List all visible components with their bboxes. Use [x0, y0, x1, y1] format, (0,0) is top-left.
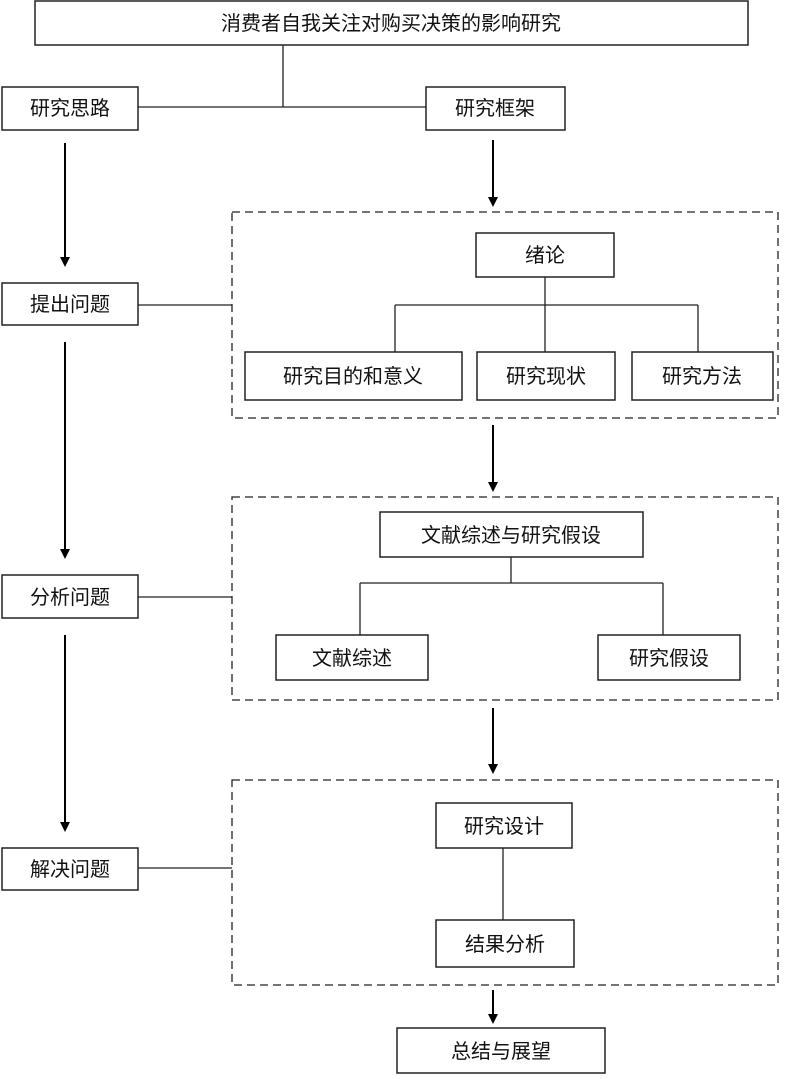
- framework-node: 研究框架: [425, 86, 566, 131]
- intro-child-purpose: 研究目的和意义: [244, 351, 463, 401]
- review-child-literature: 文献综述: [275, 634, 429, 681]
- result-node: 结果分析: [435, 919, 575, 968]
- intro-node: 绪论: [475, 232, 615, 278]
- approach-label: 研究思路: [30, 96, 110, 120]
- step-label: 提出问题: [30, 292, 110, 316]
- intro-label: 绪论: [525, 243, 565, 267]
- design-node: 研究设计: [435, 802, 573, 849]
- result-label: 结果分析: [465, 932, 545, 956]
- conclusion-label: 总结与展望: [451, 1039, 551, 1063]
- design-label: 研究设计: [464, 814, 544, 838]
- review-label: 文献综述与研究假设: [421, 523, 601, 547]
- step-node-analyze: 分析问题: [1, 574, 139, 619]
- step-node-raise: 提出问题: [1, 282, 139, 326]
- review-child-hypothesis: 研究假设: [597, 634, 741, 681]
- title-connector: [138, 45, 426, 108]
- child-label: 研究假设: [629, 646, 709, 670]
- review-connectors: [359, 557, 664, 635]
- framework-label: 研究框架: [455, 96, 535, 120]
- step-connectors: [138, 304, 232, 869]
- intro-group: [231, 211, 779, 419]
- step-node-solve: 解决问题: [1, 847, 139, 891]
- child-label: 研究现状: [506, 364, 586, 388]
- intro-child-method: 研究方法: [631, 351, 774, 401]
- step-label: 分析问题: [30, 585, 110, 609]
- child-label: 研究目的和意义: [283, 364, 423, 388]
- title-text: 消费者自我关注对购买决策的影响研究: [221, 11, 561, 35]
- review-node: 文献综述与研究假设: [379, 511, 644, 558]
- title-node: 消费者自我关注对购买决策的影响研究: [34, 0, 749, 46]
- review-group: [231, 496, 779, 701]
- intro-child-status: 研究现状: [476, 351, 616, 401]
- child-label: 研究方法: [662, 364, 742, 388]
- step-label: 解决问题: [30, 857, 110, 881]
- design-group: [231, 779, 779, 986]
- approach-node: 研究思路: [1, 86, 139, 131]
- child-label: 文献综述: [312, 646, 392, 670]
- intro-connectors: [394, 277, 699, 352]
- conclusion-node: 总结与展望: [396, 1027, 606, 1074]
